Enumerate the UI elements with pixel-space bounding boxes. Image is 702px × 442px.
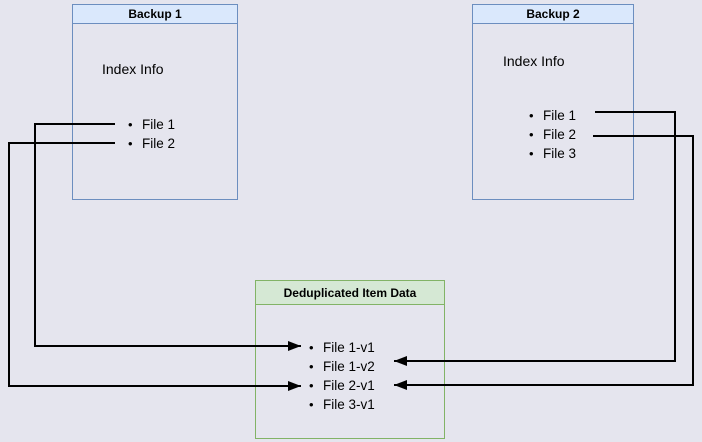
list-item: • File 2 xyxy=(529,125,576,144)
backup1-title: Backup 1 xyxy=(73,5,237,24)
backup2-box: Backup 2 Index Info • File 1 • File 2 • … xyxy=(472,4,634,200)
bullet-icon: • xyxy=(309,378,314,393)
dedup-file-list: • File 1-v1 • File 1-v2 • File 2-v1 • Fi… xyxy=(309,338,375,414)
list-item: • File 1 xyxy=(128,115,175,134)
file-label: File 2 xyxy=(142,136,176,151)
bullet-icon: • xyxy=(529,146,534,161)
file-label: File 1 xyxy=(543,108,577,123)
bullet-icon: • xyxy=(309,340,314,355)
file-label: File 1-v2 xyxy=(323,359,375,374)
list-item: • File 1-v1 xyxy=(309,338,375,357)
bullet-icon: • xyxy=(309,359,314,374)
list-item: • File 1-v2 xyxy=(309,357,375,376)
list-item: • File 2 xyxy=(128,134,175,153)
backup2-file-list: • File 1 • File 2 • File 3 xyxy=(529,106,576,163)
deduplicated-item-data-box: Deduplicated Item Data • File 1-v1 • Fil… xyxy=(255,280,445,439)
list-item: • File 2-v1 xyxy=(309,376,375,395)
backup1-index-info-label: Index Info xyxy=(102,61,164,77)
file-label: File 3 xyxy=(543,146,577,161)
list-item: • File 3 xyxy=(529,144,576,163)
file-label: File 2-v1 xyxy=(323,378,375,393)
backup2-title: Backup 2 xyxy=(473,5,633,24)
bullet-icon: • xyxy=(128,136,133,151)
file-label: File 2 xyxy=(543,127,577,142)
dedup-title: Deduplicated Item Data xyxy=(256,281,444,305)
file-label: File 1-v1 xyxy=(323,340,375,355)
list-item: • File 1 xyxy=(529,106,576,125)
list-item: • File 3-v1 xyxy=(309,395,375,414)
backup2-index-info-label: Index Info xyxy=(503,53,565,69)
backup1-file-list: • File 1 • File 2 xyxy=(128,115,175,153)
file-label: File 1 xyxy=(142,117,176,132)
bullet-icon: • xyxy=(529,108,534,123)
file-label: File 3-v1 xyxy=(323,397,375,412)
bullet-icon: • xyxy=(309,397,314,412)
backup1-box: Backup 1 Index Info • File 1 • File 2 xyxy=(72,4,238,200)
bullet-icon: • xyxy=(128,117,133,132)
bullet-icon: • xyxy=(529,127,534,142)
